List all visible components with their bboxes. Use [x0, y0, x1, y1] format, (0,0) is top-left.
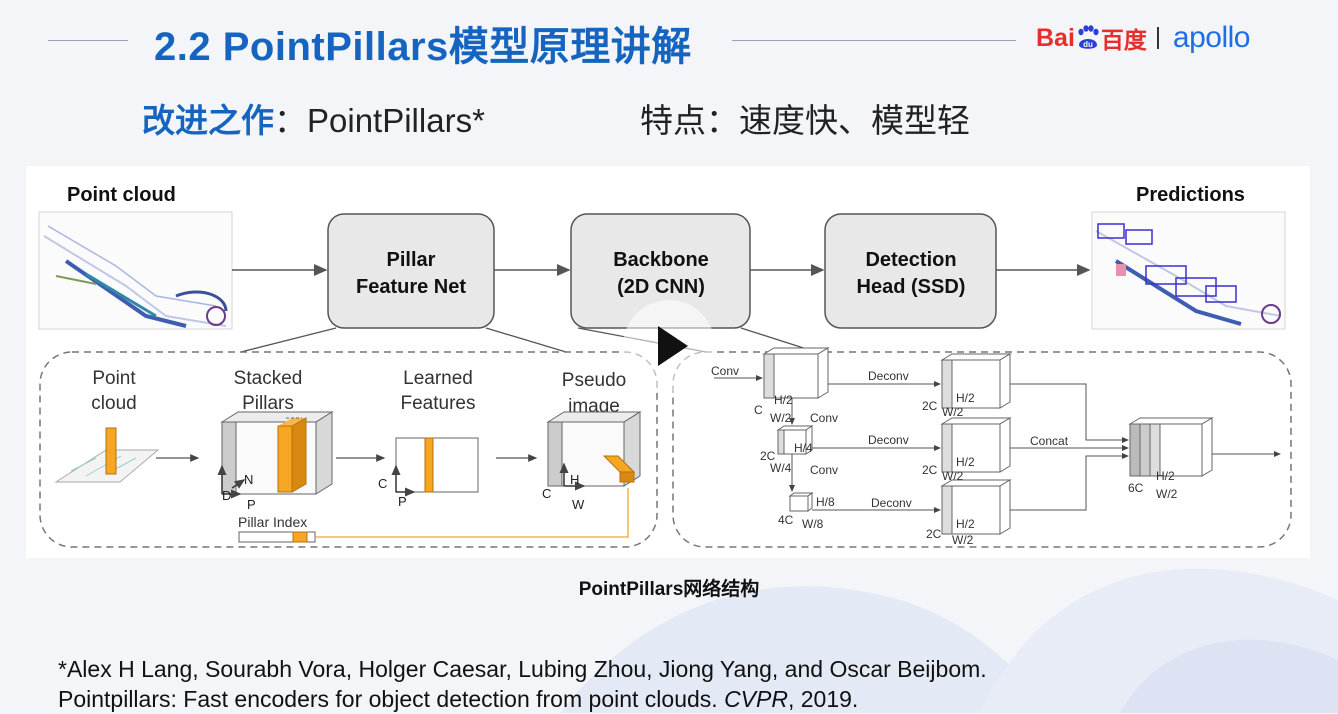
pfn-learned-line1: Learned — [403, 368, 473, 389]
pfn-pseudo-line1: Pseudo — [562, 370, 626, 391]
input-point-cloud-image — [38, 211, 233, 330]
page-title: 2.2 PointPillars模型原理讲解 — [154, 25, 692, 69]
bb-2c-d: 2C — [926, 527, 942, 541]
stage1-line2: Feature Net — [356, 276, 466, 298]
subtitle-improvement: 改进之作：PointPillars* — [142, 94, 485, 142]
backbone-blocks — [762, 347, 1214, 535]
subtitle-model-name: PointPillars* — [307, 102, 485, 139]
logo-du-text: du — [1083, 40, 1093, 49]
pfn-point-line1: Point — [92, 368, 136, 389]
logo-baidu-cn-text: 百度 — [1100, 27, 1147, 53]
axis-C-learned: C — [378, 476, 387, 491]
bb-w2-e: W/2 — [1156, 487, 1178, 501]
bb-w2-c: W/2 — [942, 469, 964, 483]
bb-conv-1: Conv — [810, 411, 838, 425]
pfn-detail-connector-right — [485, 327, 567, 353]
bb-2c-a: 2C — [760, 449, 776, 463]
bb-2c-b: 2C — [922, 399, 938, 413]
logo-bai-text: Bai — [1036, 23, 1075, 52]
bb-6c: 6C — [1128, 481, 1144, 495]
pointpillars-diagram: Point cloud Predictions Pillar Feature N… — [26, 166, 1310, 558]
play-button[interactable] — [623, 300, 715, 392]
point-cloud-label: Point cloud — [67, 184, 176, 206]
stage3-line2: Head (SSD) — [857, 276, 966, 298]
bb-h4: H/4 — [794, 441, 813, 455]
logo-apollo-text: apollo — [1172, 21, 1251, 54]
pfn-point-line2: cloud — [91, 393, 136, 414]
axis-W-pseudo: W — [572, 497, 585, 512]
baidu-apollo-logo: Bai du 百度 apollo — [1036, 16, 1250, 60]
reference-citation: *Alex H Lang, Sourabh Vora, Holger Caesa… — [58, 654, 987, 714]
axis-H-pseudo: H — [570, 472, 579, 487]
play-icon — [658, 326, 688, 366]
axis-P-learned: P — [398, 494, 407, 509]
bb-w2-b: W/2 — [942, 405, 964, 419]
pillar-feature-net-box: Pillar Feature Net — [327, 213, 495, 329]
title-rule-right — [732, 40, 1016, 41]
reference-line2-suffix: , 2019. — [787, 686, 859, 712]
bb-deconv-2: Deconv — [868, 433, 909, 447]
bb-w2-d: W/2 — [952, 533, 974, 547]
reference-line1: *Alex H Lang, Sourabh Vora, Holger Caesa… — [58, 656, 987, 682]
bb-h2-e: H/2 — [1156, 469, 1175, 483]
pfn-detail-connector-left — [240, 327, 337, 353]
detection-head-box: Detection Head (SSD) — [824, 213, 997, 329]
pseudo-image-cube — [546, 411, 642, 491]
axis-C-pseudo: C — [542, 486, 551, 501]
backbone-arrows — [714, 375, 1281, 513]
title-rule-left — [48, 40, 128, 41]
bb-h2-b: H/2 — [956, 391, 975, 405]
stage3-line1: Detection — [865, 249, 956, 271]
bb-deconv-3: Deconv — [871, 496, 912, 510]
subtitle-highlight: 改进之作 — [142, 102, 274, 139]
bb-h2-d: H/2 — [956, 517, 975, 531]
bb-w4: W/4 — [770, 461, 792, 475]
bb-w8: W/8 — [802, 517, 824, 531]
pillar-index-label: Pillar Index — [238, 514, 307, 530]
subtitle-colon: ： — [274, 102, 307, 139]
predictions-image — [1091, 211, 1286, 330]
stage1-line1: Pillar — [387, 249, 436, 271]
backbone-box: Backbone (2D CNN) — [570, 213, 751, 329]
reference-line2-prefix: Pointpillars: Fast encoders for object d… — [58, 686, 725, 712]
bb-h2-a: H/2 — [774, 393, 793, 407]
axis-D: D — [222, 488, 231, 503]
logo-separator — [1156, 27, 1159, 49]
bb-h2-c: H/2 — [956, 455, 975, 469]
stacked-pillars-cube — [217, 411, 334, 499]
point-cloud-plane-figure — [54, 427, 160, 483]
bb-h8: H/8 — [816, 495, 835, 509]
reference-line2: Pointpillars: Fast encoders for object d… — [58, 684, 987, 714]
axis-P: P — [247, 497, 256, 512]
predictions-label: Predictions — [1136, 184, 1245, 206]
bb-deconv-1: Deconv — [868, 369, 909, 383]
bb-conv-in: Conv — [711, 364, 739, 378]
bb-w2-a: W/2 — [770, 411, 792, 425]
stage2-line2: (2D CNN) — [617, 276, 705, 298]
pfn-learned-line2: Features — [401, 393, 476, 414]
pfn-stacked-line1: Stacked — [234, 368, 303, 389]
stage2-line1: Backbone — [613, 249, 709, 271]
bb-conv-2: Conv — [810, 463, 838, 477]
baidu-paw-icon: du — [1076, 25, 1100, 51]
backbone-detail-panel — [672, 351, 1292, 548]
pfn-stacked-line2: Pillars — [242, 393, 294, 414]
subtitle-features: 特点：速度快、模型轻 — [640, 102, 970, 139]
pfn-detail-panel — [39, 351, 658, 548]
diagram-caption: PointPillars网络结构 — [578, 579, 760, 600]
learned-features-figure — [391, 437, 479, 497]
reference-venue: CVPR — [724, 686, 788, 712]
pillar-index-scatter-line — [315, 488, 629, 538]
bb-2c-c: 2C — [922, 463, 938, 477]
bb-c: C — [754, 403, 763, 417]
pillar-index-marker — [292, 531, 308, 543]
bb-4c: 4C — [778, 513, 794, 527]
axis-N: N — [244, 472, 253, 487]
bb-concat: Concat — [1030, 434, 1069, 448]
